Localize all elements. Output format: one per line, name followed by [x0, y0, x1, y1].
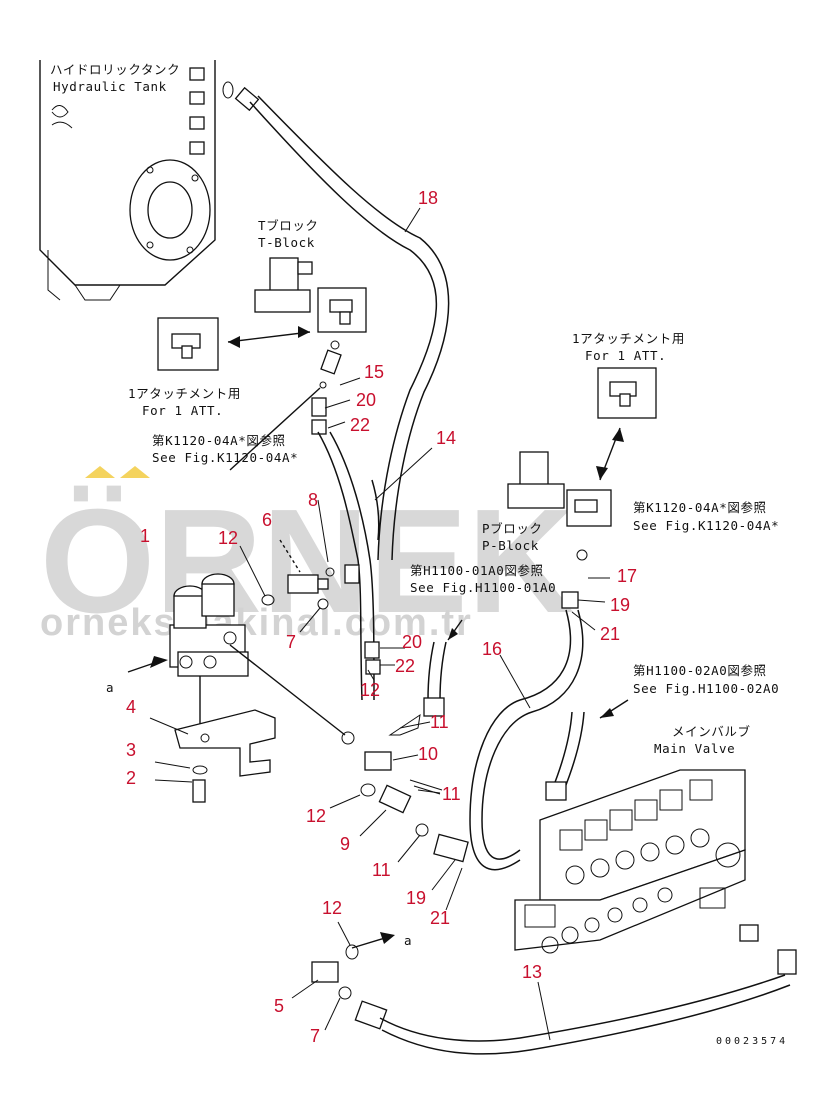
t-block-label-en: T-Block [258, 235, 315, 250]
callout-12: 12 [306, 806, 326, 826]
callout-18: 18 [418, 188, 438, 208]
watermark: ÖRNEK orneksmakinaI.com.tr [40, 466, 574, 644]
p-block-label-en: P-Block [482, 538, 539, 553]
watermark-main: ÖRNEK [40, 479, 574, 644]
callout-11: 11 [372, 860, 391, 880]
view-a-marker-2: a [404, 933, 412, 948]
callout-12: 12 [360, 680, 380, 700]
fittings-lower: a [311, 751, 443, 1000]
callout-6: 6 [262, 510, 272, 530]
t-block-label-jp: Tブロック [258, 218, 319, 233]
hydraulic-tank: ハイドロリックタンク Hydraulic Tank [39, 60, 234, 301]
hydraulic-tank-label-jp: ハイドロリックタンク [50, 62, 180, 77]
t-block: Tブロック T-Block 1アタッチメント用 For 1 ATT. [128, 218, 367, 418]
callout-2: 2 [126, 768, 136, 788]
p-block: 1アタッチメント用 For 1 ATT. Pブロック P-Block 第K112… [482, 331, 779, 561]
see-fig-k1120-left-en: See Fig.K1120-04A* [152, 450, 298, 465]
see-fig-h1100-01-jp: 第H1100-01A0図参照 [410, 563, 544, 578]
hose-h1100-01: 第H1100-01A0図参照 See Fig.H1100-01A0 [410, 563, 556, 717]
view-a-marker-1: a [106, 680, 114, 695]
see-fig-h1100-01-en: See Fig.H1100-01A0 [410, 580, 556, 595]
callouts: 18 15 20 22 14 8 6 1 12 7 20 22 12 17 19… [126, 188, 637, 1046]
callout-11: 11 [442, 784, 461, 804]
see-fig-h1100-02-jp: 第H1100-02A0図参照 [633, 663, 767, 678]
for-1att-right-en: For 1 ATT. [585, 348, 666, 363]
callout-12: 12 [322, 898, 342, 918]
callout-11: 11 [430, 712, 449, 732]
callout-20: 20 [402, 632, 422, 652]
for-1att-left-jp: 1アタッチメント用 [128, 386, 241, 401]
callout-13: 13 [522, 962, 542, 982]
callout-4: 4 [126, 697, 136, 717]
fittings-solenoid [229, 539, 421, 745]
callout-1: 1 [140, 526, 150, 546]
main-valve: メインバルブ Main Valve [514, 724, 759, 954]
hydraulic-tank-label-en: Hydraulic Tank [53, 79, 167, 94]
callout-16: 16 [482, 639, 502, 659]
hose-13 [354, 949, 797, 1055]
drawing-code: 00023574 [716, 1036, 788, 1047]
callout-7: 7 [310, 1026, 320, 1046]
hose-h1100-02: 第H1100-02A0図参照 See Fig.H1100-02A0 [545, 663, 779, 801]
callout-3: 3 [126, 740, 136, 760]
callout-17: 17 [617, 566, 637, 586]
see-fig-k1120-left-jp: 第K1120-04A*図参照 [152, 433, 286, 448]
main-valve-label-en: Main Valve [654, 741, 735, 756]
callout-5: 5 [274, 996, 284, 1016]
solenoid-valve: a [106, 573, 249, 740]
callout-19: 19 [610, 595, 630, 615]
callout-19: 19 [406, 888, 426, 908]
see-fig-k1120-right-en: See Fig.K1120-04A* [633, 518, 779, 533]
bracket [149, 709, 276, 803]
callout-21: 21 [430, 908, 450, 928]
main-valve-label-jp: メインバルブ [672, 724, 751, 739]
leader-lines [239, 207, 610, 1041]
callout-9: 9 [340, 834, 350, 854]
hose-18 [234, 86, 450, 561]
for-1att-left-en: For 1 ATT. [142, 403, 223, 418]
watermark-sub: orneksmakinaI.com.tr [40, 602, 473, 644]
callout-22: 22 [350, 415, 370, 435]
callout-12: 12 [218, 528, 238, 548]
callout-10: 10 [418, 744, 438, 764]
callout-15: 15 [364, 362, 384, 382]
for-1att-right-jp: 1アタッチメント用 [572, 331, 685, 346]
callout-7: 7 [286, 632, 296, 652]
callout-8: 8 [308, 490, 318, 510]
callout-14: 14 [436, 428, 456, 448]
hose-16 [433, 591, 584, 871]
callout-22: 22 [395, 656, 415, 676]
p-block-label-jp: Pブロック [482, 521, 543, 536]
see-fig-k1120-right-jp: 第K1120-04A*図参照 [633, 500, 767, 515]
callout-21: 21 [600, 624, 620, 644]
see-fig-h1100-02-en: See Fig.H1100-02A0 [633, 681, 779, 696]
callout-20: 20 [356, 390, 376, 410]
